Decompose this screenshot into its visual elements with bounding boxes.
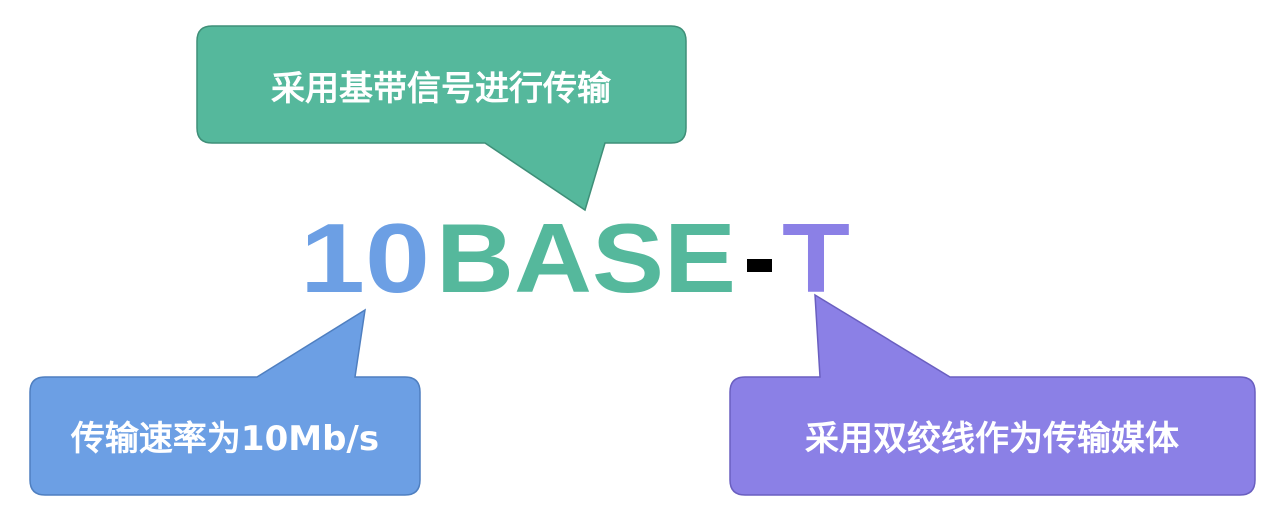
title-media: T: [782, 203, 850, 313]
callout-left-rate: [29, 308, 421, 496]
callout-left-text: 传输速率为10Mb/s: [70, 419, 379, 459]
callout-right-text: 采用双绞线作为传输媒体: [805, 419, 1179, 459]
title-dash-text: -: [0, 0, 1, 1]
title-rate: 10: [300, 203, 430, 313]
callout-top-text: 采用基带信号进行传输: [271, 69, 612, 109]
callout-top-baseband: [196, 25, 687, 212]
callout-right-media: [729, 293, 1256, 496]
title-dash: [747, 259, 772, 272]
title-base: BASE: [436, 203, 736, 313]
